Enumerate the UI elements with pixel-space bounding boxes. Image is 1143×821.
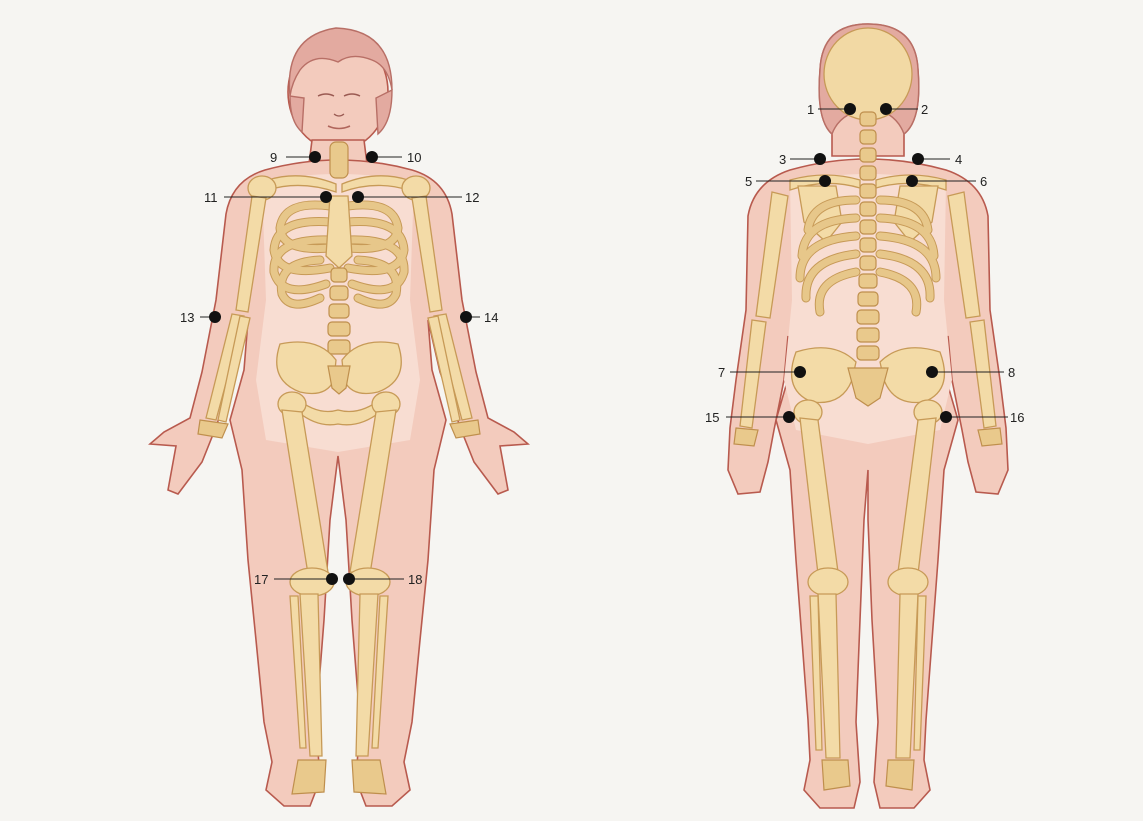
marker-label-12: 12 — [465, 190, 479, 205]
marker-4: 4 — [912, 152, 962, 167]
marker-label-16: 16 — [1010, 410, 1024, 425]
marker-label-6: 6 — [980, 174, 987, 189]
marker-3: 3 — [779, 152, 826, 167]
marker-label-17: 17 — [254, 572, 268, 587]
marker-label-18: 18 — [408, 572, 422, 587]
marker-label-1: 1 — [807, 102, 814, 117]
marker-label-5: 5 — [745, 174, 752, 189]
marker-label-3: 3 — [779, 152, 786, 167]
marker-label-4: 4 — [955, 152, 962, 167]
marker-label-14: 14 — [484, 310, 498, 325]
marker-label-15: 15 — [705, 410, 719, 425]
marker-label-13: 13 — [180, 310, 194, 325]
marker-label-8: 8 — [1008, 365, 1015, 380]
marker-13: 13 — [180, 310, 221, 325]
marker-label-7: 7 — [718, 365, 725, 380]
front-figure: 9 10 11 12 13 — [150, 28, 528, 806]
marker-label-2: 2 — [921, 102, 928, 117]
back-figure: 1 2 3 4 5 — [705, 24, 1024, 808]
marker-14: 14 — [460, 310, 498, 325]
marker-label-10: 10 — [407, 150, 421, 165]
marker-label-11: 11 — [204, 190, 218, 205]
marker-label-9: 9 — [270, 150, 277, 165]
